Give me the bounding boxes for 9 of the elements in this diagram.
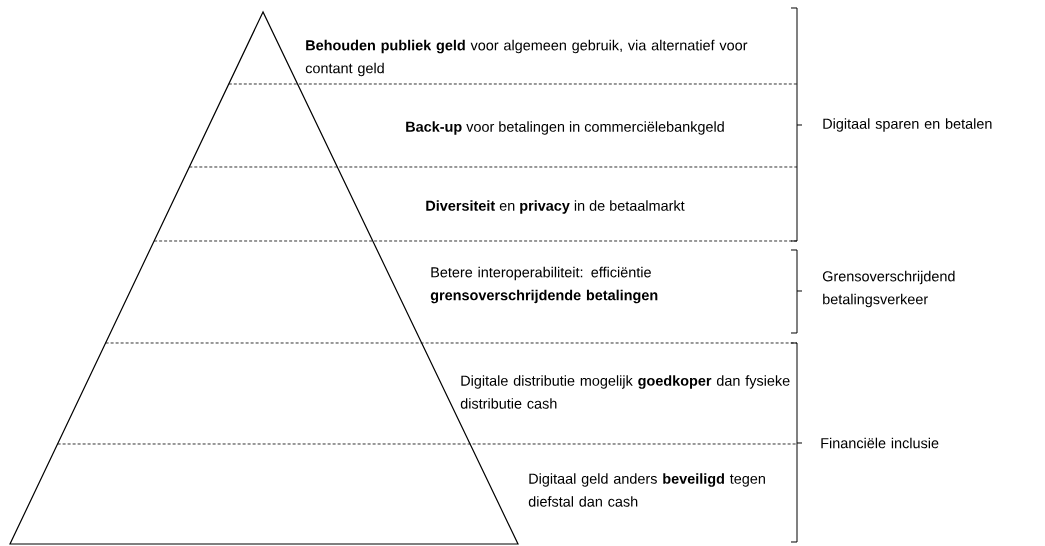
bracket-label: Financiële inclusie <box>821 437 939 449</box>
layer-text: Diversiteit en privacy in de betaalmarkt <box>426 200 685 214</box>
layer-text: Digitale distributie mogelijk goedkoper dan fysieke distributie cash <box>460 375 790 409</box>
layer-text: Digitaal geld anders beveiligd tegen diefstal dan cash <box>528 473 765 507</box>
bracket-label: Grensoverschrijdend betalingsverkeer <box>822 270 955 308</box>
layer-text: Behouden publiek geld voor algemeen gebruik, via alternatief voor contant geld <box>305 39 748 77</box>
layer-text: Betere interoperabiliteit: efficiëntie grensoverschrijdende betalingen <box>430 266 658 304</box>
bracket-label: Digitaal sparen en betalen <box>823 118 992 132</box>
layer-text: Back-up voor betalingen in commerciëlebankgeld <box>406 121 724 135</box>
